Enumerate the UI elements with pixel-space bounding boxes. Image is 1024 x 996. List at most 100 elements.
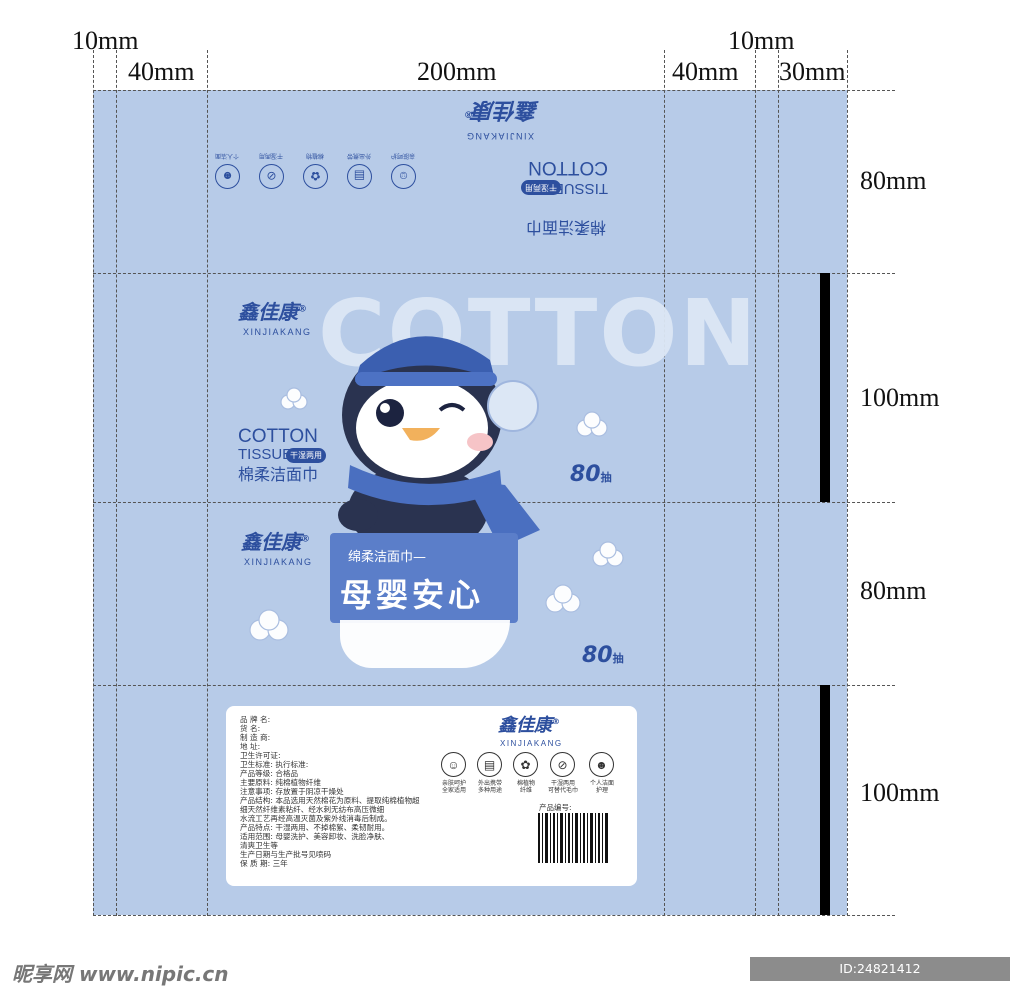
fold-line-h1 bbox=[93, 90, 895, 91]
dim-top-10mm-left: 10mm bbox=[72, 26, 139, 55]
cotton-fiber-icon: ✿ bbox=[513, 752, 538, 777]
edge-bar-bottom bbox=[820, 685, 830, 915]
feature-caption-1b: 全家适用 bbox=[441, 787, 466, 795]
info-line-4: 地 址: bbox=[240, 742, 261, 751]
brand-name-lower: 鑫佳康® bbox=[241, 526, 310, 555]
penguin-scarf bbox=[348, 465, 502, 506]
cotton-flower-1 bbox=[280, 387, 308, 410]
info-line-3: 制 造 商: bbox=[240, 733, 271, 742]
feature-caption-2a: 外出携带 bbox=[477, 780, 502, 787]
product-name-cn: 棉柔洁面巾 bbox=[238, 467, 319, 484]
dim-right-100mm-bottom: 100mm bbox=[860, 778, 940, 807]
barcode-icon bbox=[538, 813, 608, 863]
feature-caption-4: 干湿两用 可替代毛巾 bbox=[543, 780, 583, 794]
dim-top-40mm-left: 40mm bbox=[128, 57, 195, 86]
info-line-2: 货 名: bbox=[240, 724, 261, 733]
dual-use-pill: 干湿两用 bbox=[286, 448, 326, 463]
info-line-11: 细天然纤维素粘纤、经水刺无纺布高压微细 bbox=[240, 805, 385, 814]
feature-caption-4a: 干湿两用 bbox=[550, 780, 575, 787]
registered-mark-front: ® bbox=[298, 304, 307, 315]
fold-line-v6 bbox=[778, 50, 779, 916]
feature-caption-3: 棉植物 纤维 bbox=[506, 780, 546, 794]
penguin-hat-band bbox=[355, 372, 497, 386]
fold-line-v4 bbox=[664, 50, 665, 916]
fold-line-v5 bbox=[755, 50, 756, 916]
label-reg-mark: ® bbox=[552, 717, 560, 726]
cotton-flower-4 bbox=[545, 584, 581, 613]
info-line-7: 产品等级: 合格品 bbox=[240, 769, 299, 778]
penguin-flipper bbox=[338, 499, 378, 531]
watermark-id: ID:24821412 NO:20260424135034164106 bbox=[750, 957, 1010, 996]
watermark-site: 昵享网 www.nipic.cn bbox=[12, 962, 229, 986]
fold-line-v2 bbox=[116, 50, 117, 916]
info-line-15: 清爽卫生等 bbox=[240, 841, 278, 850]
dim-top-40mm-right: 40mm bbox=[672, 57, 739, 86]
dim-right-80mm-top: 80mm bbox=[860, 166, 927, 195]
feature-caption-3a: 棉植物 bbox=[516, 780, 535, 787]
earmuff-icon bbox=[487, 380, 539, 432]
info-line-6: 卫生标准: 执行标准: bbox=[240, 760, 309, 769]
cotton-flower-5 bbox=[249, 609, 289, 641]
info-line-14: 适用范围: 母婴洗护、美容卸妆、洗脸净肤、 bbox=[240, 832, 390, 841]
fold-line-v7 bbox=[847, 50, 848, 916]
info-line-8: 主要原料: 纯棉植物纤维 bbox=[240, 778, 321, 787]
info-line-1: 品 牌 名: bbox=[240, 715, 271, 724]
penguin-eye-wink bbox=[438, 403, 466, 412]
product-code-label: 产品编号: bbox=[539, 803, 572, 812]
penguin-mascot bbox=[338, 336, 540, 555]
count-badge-upper: 80抽 bbox=[570, 462, 612, 487]
travel-icon: ▤ bbox=[477, 752, 502, 777]
wet-dry-icon: ⊘ bbox=[550, 752, 575, 777]
info-line-5: 卫生许可证: bbox=[240, 751, 281, 760]
personal-care-icon: ☻ bbox=[589, 752, 614, 777]
dim-right-80mm-bottom: 80mm bbox=[860, 576, 927, 605]
feature-caption-5: 个人洁面 护理 bbox=[582, 780, 622, 794]
fold-line-v1 bbox=[93, 50, 94, 916]
slogan-main: 母婴安心 bbox=[340, 576, 485, 614]
brand-en-lower: XINJIAKANG bbox=[244, 557, 313, 567]
tissue-label: TISSUE bbox=[238, 446, 293, 463]
fold-line-h5 bbox=[93, 915, 895, 916]
fold-line-h4 bbox=[93, 685, 895, 686]
info-line-10: 产品结构: 本品选用天然棉花为原料、提取纯棉植物超 bbox=[240, 796, 420, 805]
info-line-13: 产品特点: 干湿两用、不掉棉絮、柔韧耐用。 bbox=[240, 823, 390, 832]
dim-top-30mm: 30mm bbox=[779, 57, 846, 86]
info-line-12: 水流工艺再经高温灭菌及紫外线消毒后制成。 bbox=[240, 814, 392, 823]
brand-name-lower-text: 鑫佳康 bbox=[241, 530, 301, 554]
brand-en-front: XINJIAKANG bbox=[243, 327, 312, 337]
feature-caption-4b: 可替代毛巾 bbox=[547, 787, 578, 795]
label-brand-name: 鑫佳康® bbox=[498, 711, 560, 737]
penguin-cheek bbox=[467, 433, 493, 451]
feature-caption-5a: 个人洁面 bbox=[589, 780, 614, 787]
brand-name-front-text: 鑫佳康 bbox=[238, 300, 298, 324]
count-unit-upper: 抽 bbox=[600, 471, 612, 484]
penguin-hat bbox=[355, 336, 495, 382]
penguin-eye-left-highlight bbox=[380, 403, 390, 413]
label-brand-text: 鑫佳康 bbox=[498, 715, 552, 736]
feature-caption-2: 外出携带 多种用途 bbox=[470, 780, 510, 794]
registered-mark-lower: ® bbox=[301, 534, 310, 545]
penguin-scarf-tail bbox=[465, 480, 540, 548]
info-line-17: 保 质 期: 三年 bbox=[240, 859, 288, 868]
cotton-flower-3 bbox=[592, 541, 624, 567]
cotton-label: COTTON bbox=[238, 426, 318, 447]
brand-name-front: 鑫佳康® bbox=[238, 296, 307, 325]
dim-top-10mm-right: 10mm bbox=[728, 26, 795, 55]
count-unit-lower: 抽 bbox=[612, 652, 624, 665]
snow-cloud bbox=[340, 620, 510, 668]
dim-top-200mm: 200mm bbox=[417, 57, 497, 86]
feature-caption-3b: 纤维 bbox=[519, 787, 532, 795]
count-value-upper: 80 bbox=[570, 462, 601, 487]
feature-caption-2b: 多种用途 bbox=[477, 787, 502, 795]
slogan-block bbox=[330, 533, 518, 623]
slogan-top: 绵柔洁面巾— bbox=[348, 550, 427, 565]
count-badge-lower: 80抽 bbox=[582, 643, 624, 668]
dim-right-100mm-top: 100mm bbox=[860, 383, 940, 412]
penguin-eye-left bbox=[376, 399, 404, 427]
cotton-flower-2 bbox=[576, 411, 608, 437]
mother-baby-icon: ☺ bbox=[441, 752, 466, 777]
info-line-9: 注意事项: 存放置于阴凉干燥处 bbox=[240, 787, 344, 796]
count-value-lower: 80 bbox=[582, 643, 613, 668]
info-line-16: 生产日期与生产批号见喷码 bbox=[240, 850, 332, 859]
